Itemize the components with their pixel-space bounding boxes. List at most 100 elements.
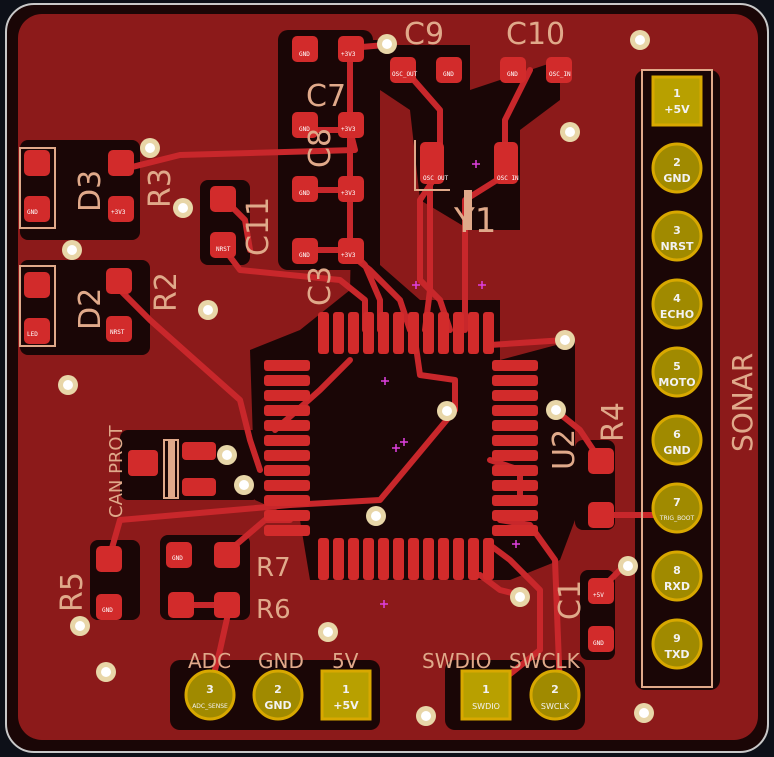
label-r2: R2 — [149, 272, 184, 312]
pad-text: +5V — [593, 592, 604, 599]
pin-net: TXD — [664, 648, 689, 661]
pin-number: 9 — [673, 632, 681, 645]
pad-text: GND — [299, 190, 310, 197]
sonar-pin-7[interactable]: 7 TRIG_BOOT — [651, 482, 703, 534]
pin-net: MOTO — [658, 376, 695, 389]
pin-number: 7 — [673, 496, 681, 509]
pin-number: 3 — [206, 683, 214, 696]
pin-net: ADC_SENSE — [192, 703, 228, 710]
pin-number: 8 — [673, 564, 681, 577]
pin-net: ECHO — [660, 308, 694, 321]
pad-text: +3V3 — [341, 126, 356, 133]
sonar-pin-9[interactable]: 9 TXD — [651, 618, 703, 670]
label-r6: R6 — [256, 595, 291, 625]
sonar-pin-6[interactable]: 6 GND — [651, 414, 703, 466]
smd-pads — [24, 36, 614, 652]
label-swdio: SWDIO — [422, 649, 492, 673]
label-c10: C10 — [506, 17, 565, 52]
pad-text: OSC IN — [497, 175, 519, 182]
label-r3: R3 — [143, 168, 178, 208]
swdio-pin[interactable]: 1 SWDIO — [460, 669, 512, 721]
label-adc: ADC — [188, 649, 231, 673]
pin-net: TRIG_BOOT — [659, 515, 695, 522]
sonar-pin-2[interactable]: 2 GND — [651, 142, 703, 194]
sonar-pin-1[interactable]: 1 +5V — [651, 75, 703, 127]
pad-text: GND — [172, 555, 183, 562]
anchor-markers — [380, 160, 520, 608]
pad-text: GND — [299, 51, 310, 58]
pad-text: NRST — [216, 246, 231, 253]
label-swclk: SWCLK — [509, 649, 581, 673]
pin-net: GND — [663, 444, 690, 457]
pin-number: 4 — [673, 292, 681, 305]
pad-text: OSC OUT — [423, 175, 449, 182]
label-5v: 5V — [332, 649, 359, 673]
pin-net: NRST — [660, 240, 694, 253]
5v-pin[interactable]: 1 +5V — [320, 669, 372, 721]
label-r7: R7 — [256, 553, 291, 583]
pad-text: GND — [507, 71, 518, 78]
label-r5: R5 — [55, 572, 90, 612]
pad-text: GND — [443, 71, 454, 78]
label-c7: C7 — [306, 79, 346, 114]
sonar-connector: 1 +5V 2 GND 3 NRST 4 ECHO 5 MOTO 6 GND — [651, 75, 703, 670]
pad-text: GND — [27, 209, 38, 216]
pad-text: NRST — [110, 329, 125, 336]
label-c8: C8 — [303, 128, 338, 168]
label-d3: D3 — [73, 170, 108, 212]
swclk-pin[interactable]: 2 SWCLK — [529, 669, 581, 721]
sonar-pin-8[interactable]: 8 RXD — [651, 550, 703, 602]
label-y1: Y1 — [453, 201, 496, 241]
pin-number: 6 — [673, 428, 681, 441]
sonar-pin-3[interactable]: 3 NRST — [651, 210, 703, 262]
label-c3: C3 — [303, 266, 338, 306]
pin-number: 2 — [274, 683, 282, 696]
pin-number: 3 — [673, 224, 681, 237]
vias — [58, 30, 654, 726]
silk-marks — [168, 190, 472, 498]
label-sonar: SONAR — [726, 353, 759, 452]
pad-labels: GND +3V3 GND +3V3 GND +3V3 GND +3V3 OSC_… — [27, 51, 604, 647]
pin-net: SWCLK — [541, 702, 570, 711]
label-c11: C11 — [241, 197, 276, 256]
label-c9: C9 — [404, 17, 444, 52]
pin-net: GND — [264, 699, 291, 712]
pad-text: +3V3 — [341, 190, 356, 197]
label-d2: D2 — [73, 288, 108, 330]
adc-pin[interactable]: 3 ADC_SENSE — [184, 669, 236, 721]
pad-text: OSC_IN — [549, 71, 571, 78]
pin-number: 2 — [673, 156, 681, 169]
pad-text: +3V3 — [111, 209, 126, 216]
pad-text: GND — [299, 126, 310, 133]
sonar-pin-4[interactable]: 4 ECHO — [651, 278, 703, 330]
reference-designators: C9 C10 C7 C8 C11 C3 D3 D2 R3 R2 R4 R5 R7… — [55, 17, 759, 673]
label-u2: U2 — [547, 429, 582, 470]
sonar-pin-5[interactable]: 5 MOTO — [651, 346, 703, 398]
mcu-u2-pads — [264, 312, 538, 580]
pin-net: GND — [663, 172, 690, 185]
bottom-connectors: 3 ADC_SENSE 2 GND 1 +5V 1 SWDIO 2 SWCLK — [184, 669, 581, 721]
silkscreen-outlines — [19, 69, 713, 688]
pin-number: 2 — [551, 683, 559, 696]
label-can-prot: CAN PROT — [106, 424, 127, 518]
gnd-pin[interactable]: 2 GND — [252, 669, 304, 721]
pin-number: 5 — [673, 360, 681, 373]
pin-net: +5V — [664, 103, 690, 116]
label-gnd: GND — [258, 649, 304, 673]
pad-text: GND — [299, 252, 310, 259]
pin-net: RXD — [664, 580, 690, 593]
pin-number: 1 — [673, 87, 681, 100]
pin-net: SWDIO — [472, 702, 500, 711]
pad-text: LED — [27, 331, 38, 338]
pad-text: +3V3 — [341, 51, 356, 58]
sonar-header-outline — [641, 69, 713, 688]
label-c1: C1 — [553, 580, 588, 620]
pin-net: +5V — [333, 699, 359, 712]
pad-text: GND — [593, 640, 604, 647]
pad-text: GND — [102, 607, 113, 614]
pad-text: +3V3 — [341, 252, 356, 259]
pin-number: 1 — [482, 683, 490, 696]
label-r4: R4 — [596, 402, 631, 442]
pin-number: 1 — [342, 683, 350, 696]
